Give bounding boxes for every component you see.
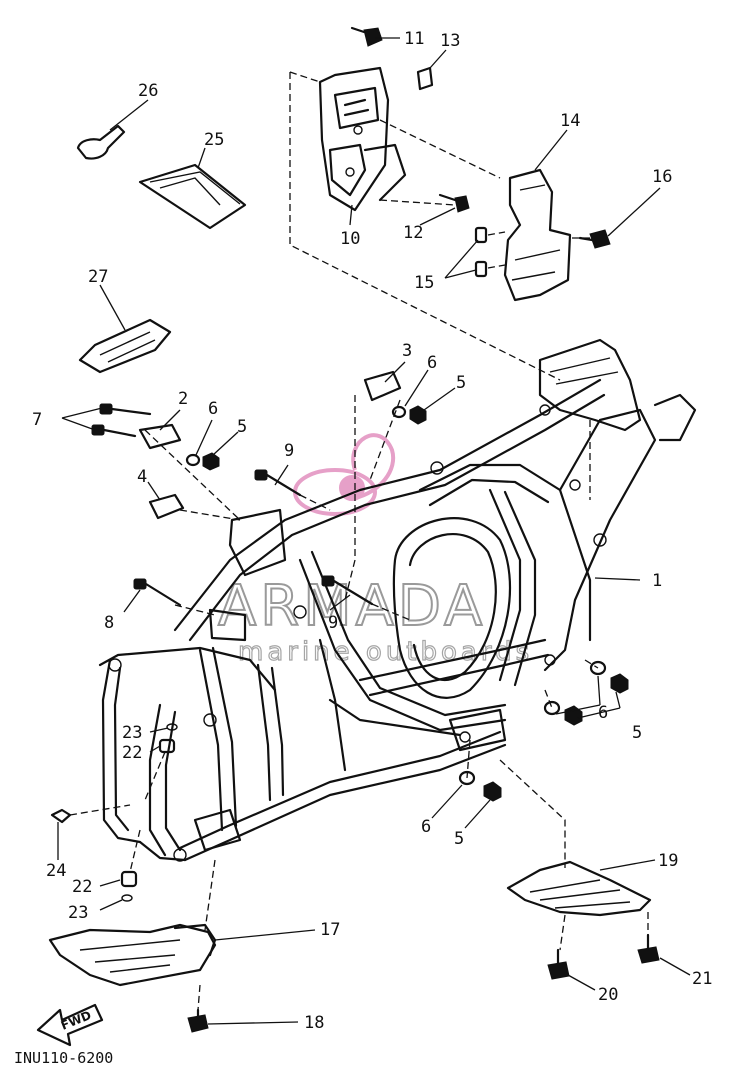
callout-27: 27 [88,267,108,287]
hardware [50,370,660,1033]
callout-1: 1 [652,571,662,591]
battery-bracket-group [318,26,611,302]
diagram-code: INU110-6200 [14,1049,113,1067]
callout-24: 24 [46,861,66,881]
callout-3: 3 [402,341,412,361]
manual-case-25-icon [138,163,247,230]
callout-6b: 6 [427,353,437,373]
callout-23a: 23 [122,723,142,743]
callout-22a: 22 [122,743,142,763]
bolt-12-icon [438,193,470,213]
bolt-7-icon [91,403,152,438]
tool-26-icon [76,124,126,160]
nut-icon [610,673,629,694]
assembly-lines [69,71,649,1011]
washer-icon [589,660,607,676]
forward-direction-arrow-icon: FWD [36,1003,104,1047]
callout-8: 8 [104,613,114,633]
nut-icon [202,452,220,471]
cover-27-icon [78,318,172,374]
washer-icon [391,405,407,419]
callout-5d: 5 [454,829,464,849]
callout-9a: 9 [284,441,294,461]
watermark: ARMADA marine outboards [217,433,530,668]
callout-20: 20 [598,985,618,1005]
callout-5c: 5 [632,723,642,743]
callout-14: 14 [560,111,580,131]
nut-icon [409,405,427,425]
callout-2: 2 [178,389,188,409]
callout-7: 7 [32,410,42,430]
nut-icon [483,781,502,802]
collar-22-icon [120,870,138,888]
callout-11: 11 [404,29,424,49]
footrest-19-icon [506,860,652,917]
clip-23-icon [166,723,178,731]
bracket-2-icon [138,423,182,450]
callout-10: 10 [340,229,360,249]
cap-15-icon [474,260,488,278]
callout-22b: 22 [72,877,92,897]
callout-17: 17 [320,920,340,940]
callout-26: 26 [138,81,158,101]
washer-icon [185,453,201,467]
bolt-20-icon [547,948,570,980]
bolt-9-icon [254,469,374,606]
callout-12: 12 [403,223,423,243]
fwd-label: FWD [59,1008,93,1033]
callouts: 1 2 3 4 5 5 5 5 6 6 6 6 7 8 9 9 10 11 12… [32,29,712,1033]
callout-21: 21 [692,969,712,989]
bolt-16-icon [578,229,611,249]
callout-16: 16 [652,167,672,187]
collar-22-icon [158,738,176,754]
bolt-18-icon [187,1008,209,1033]
callout-5b: 5 [456,373,466,393]
footrest-17-icon [48,923,217,987]
callout-23b: 23 [68,903,88,923]
callout-15: 15 [414,273,434,293]
washer-icon [458,770,476,786]
callout-9b: 9 [328,613,338,633]
cap-15-icon [474,226,488,244]
callout-18: 18 [304,1013,324,1033]
grommet-24-icon [50,808,72,824]
callout-13: 13 [440,31,460,51]
washer-icon [543,700,561,716]
bolt-11-icon [350,26,383,47]
main-frame [98,338,697,862]
leader-lines [57,37,691,1025]
cap-13-icon [416,66,434,91]
callout-6a: 6 [208,399,218,419]
bolt-8-icon [133,578,182,607]
callout-6d: 6 [421,817,431,837]
callout-25: 25 [204,130,224,150]
callout-5a: 5 [237,417,247,437]
watermark-brand: ARMADA [218,574,486,639]
bracket-3-icon [363,370,402,402]
damper-4-icon [148,493,185,520]
watermark-logo-icon [293,433,396,516]
callout-4: 4 [137,467,147,487]
battery-case-10-icon [318,66,390,212]
callout-19: 19 [658,851,678,871]
callout-6c: 6 [598,703,608,723]
bracket-14-icon [503,168,572,302]
clip-23-icon [121,894,133,902]
bolt-21-icon [637,933,660,964]
